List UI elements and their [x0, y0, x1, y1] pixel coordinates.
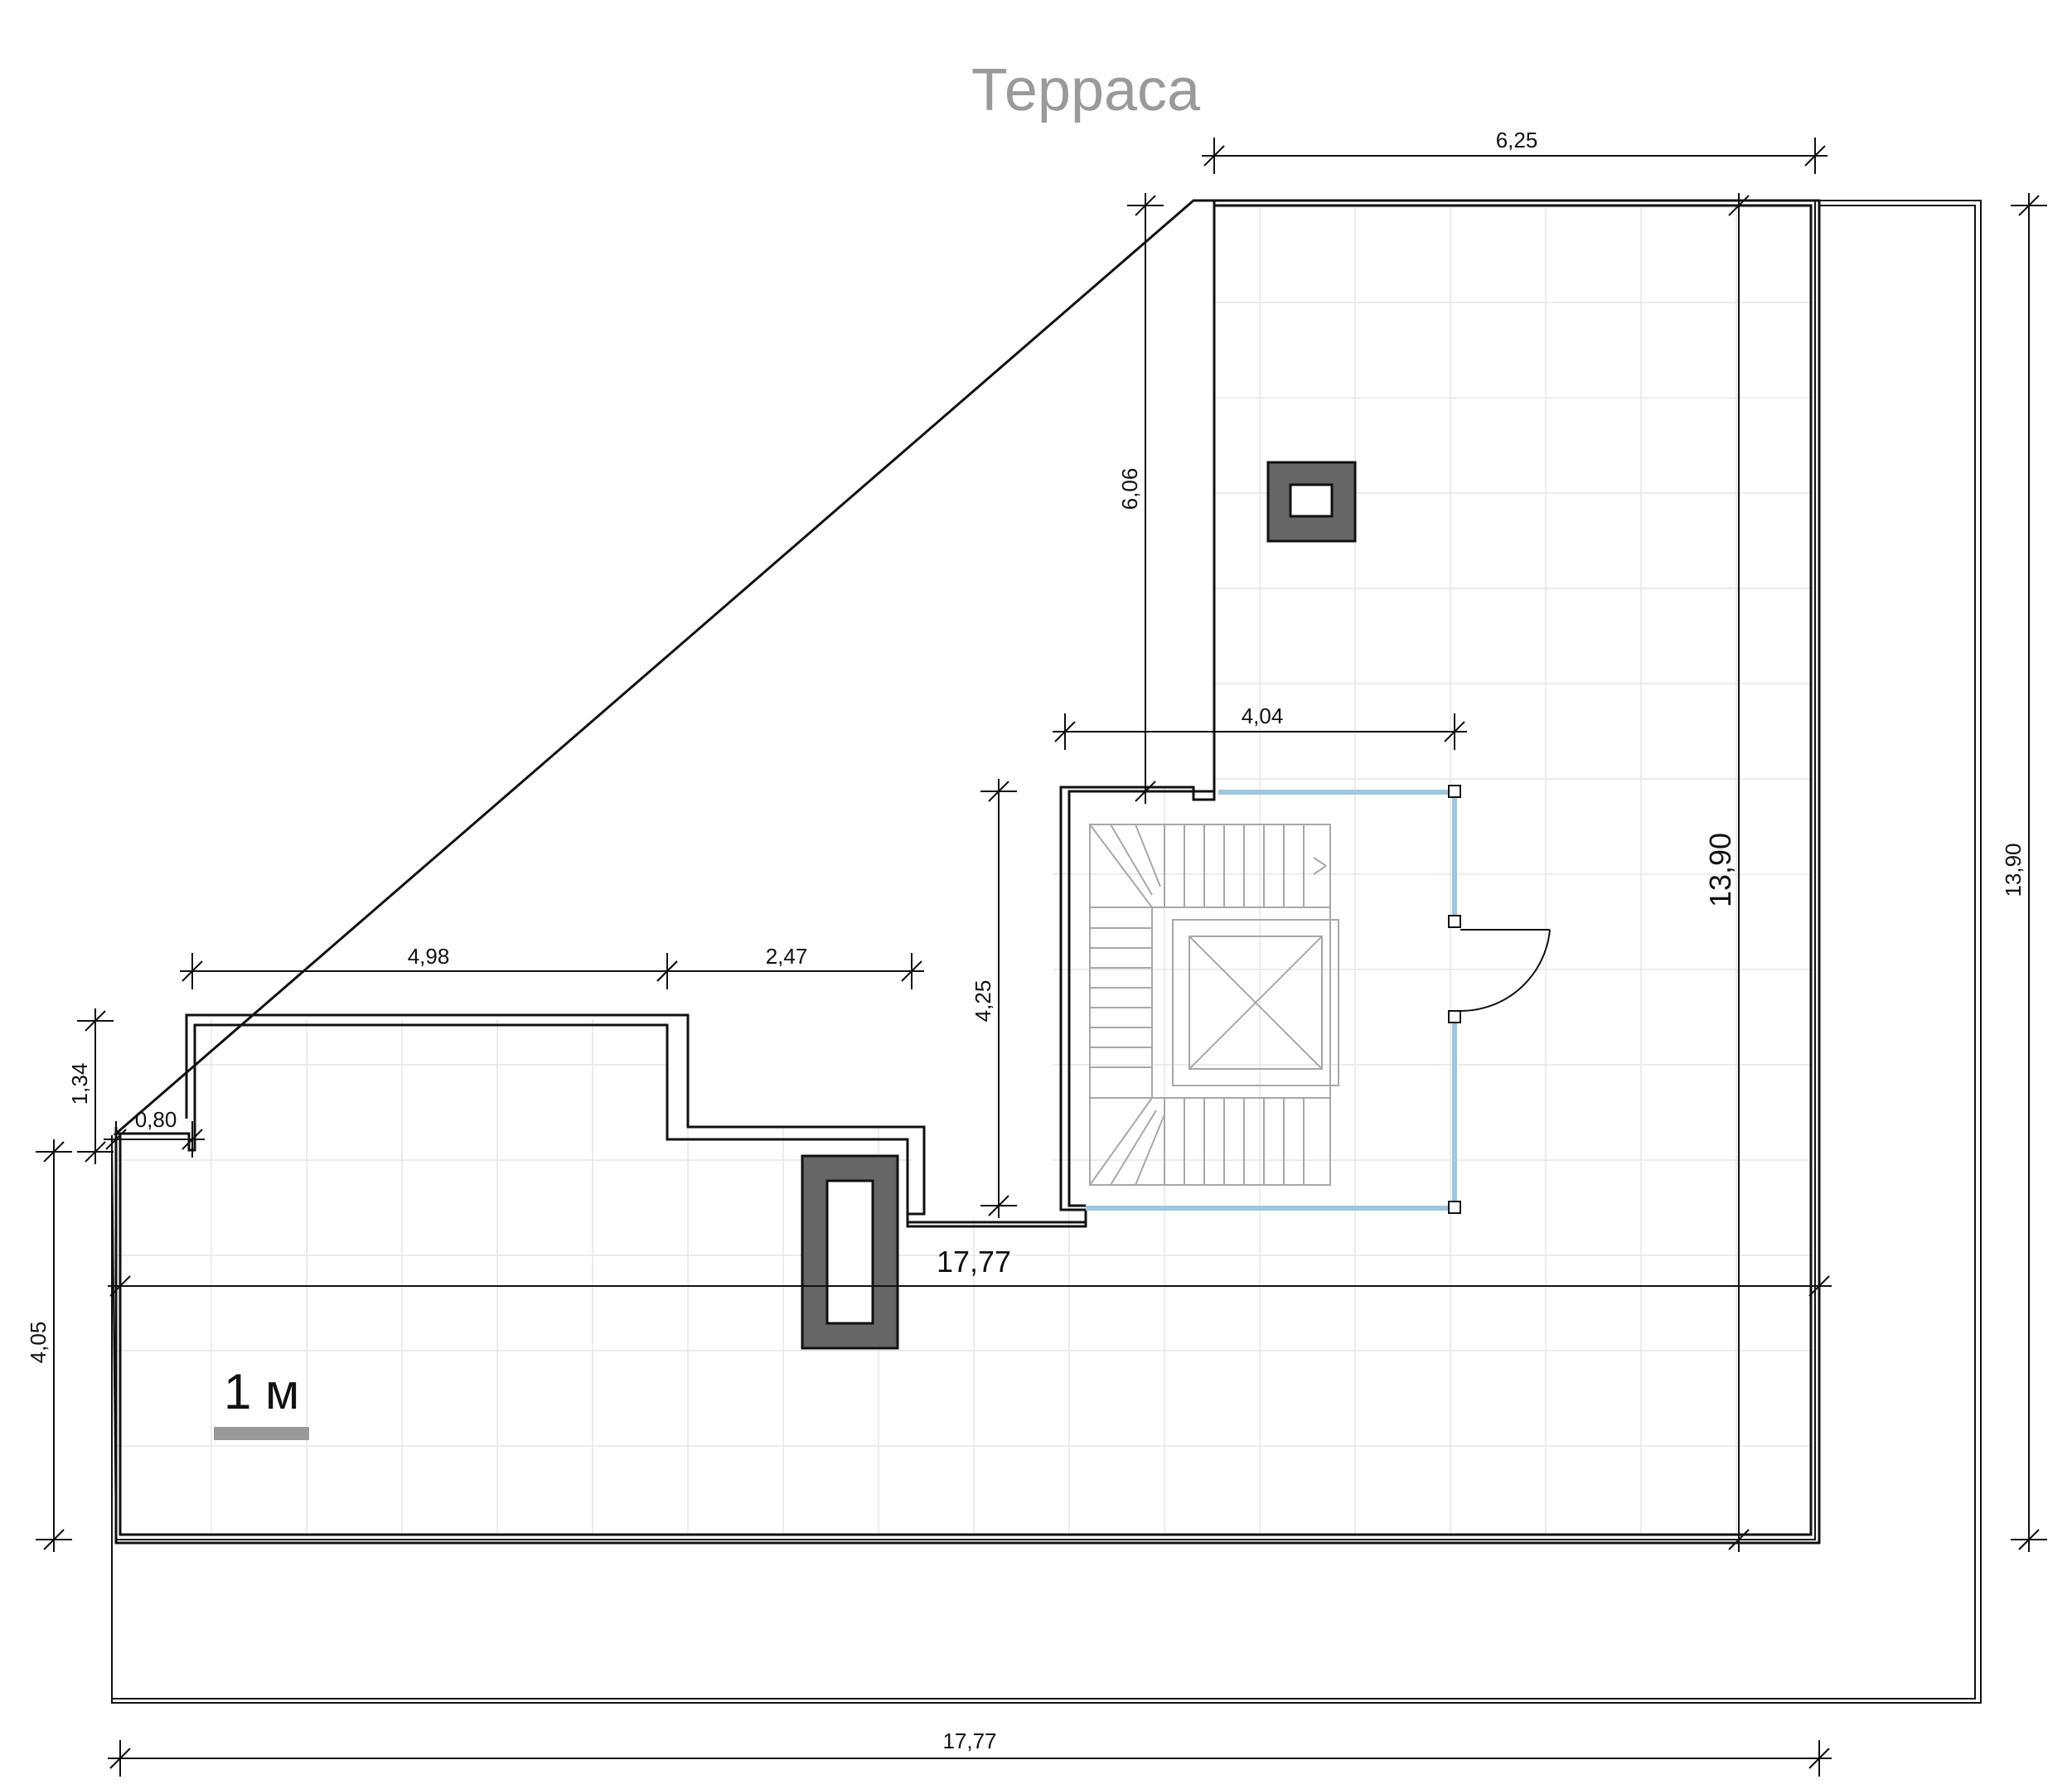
plan-title: Терраса	[971, 57, 1201, 123]
dim-inner-height: 13,90	[1703, 833, 1737, 907]
vent-shaft-upper	[1266, 461, 1357, 543]
dimension-labels: 6,25 6,06 4,04 4,25 13,90 13,90 4,98 2,4…	[26, 128, 2026, 1753]
dim-stair-height: 4,25	[971, 980, 995, 1023]
dim-left-step-w: 0,80	[135, 1107, 177, 1132]
dim-inner-width: 17,77	[937, 1245, 1011, 1279]
dim-top-width: 6,25	[1496, 128, 1538, 152]
building-walls	[112, 199, 1821, 1545]
dim-left-height: 4,05	[26, 1322, 51, 1364]
dim-outer-height: 13,90	[2001, 843, 2026, 897]
door-swing	[1460, 929, 1551, 1013]
terrace-outline	[111, 200, 1982, 1704]
dim-left-wing-a: 4,98	[408, 944, 450, 969]
floor-tile-grid	[116, 207, 1815, 1533]
scale-bar: 1 м	[214, 1364, 309, 1440]
staircase	[1089, 824, 1339, 1186]
dim-left-wing-b: 2,47	[766, 944, 808, 969]
stair-glazing	[1086, 785, 1461, 1214]
dim-outer-width: 17,77	[942, 1729, 996, 1753]
dimension-lines	[36, 138, 2047, 1777]
dim-left-height-upper: 6,06	[1117, 468, 1142, 510]
vent-shaft-lower	[801, 1154, 899, 1350]
scale-bar-label: 1 м	[224, 1364, 299, 1419]
dim-stair-width: 4,04	[1242, 704, 1284, 728]
dim-left-step-h: 1,34	[67, 1063, 92, 1105]
